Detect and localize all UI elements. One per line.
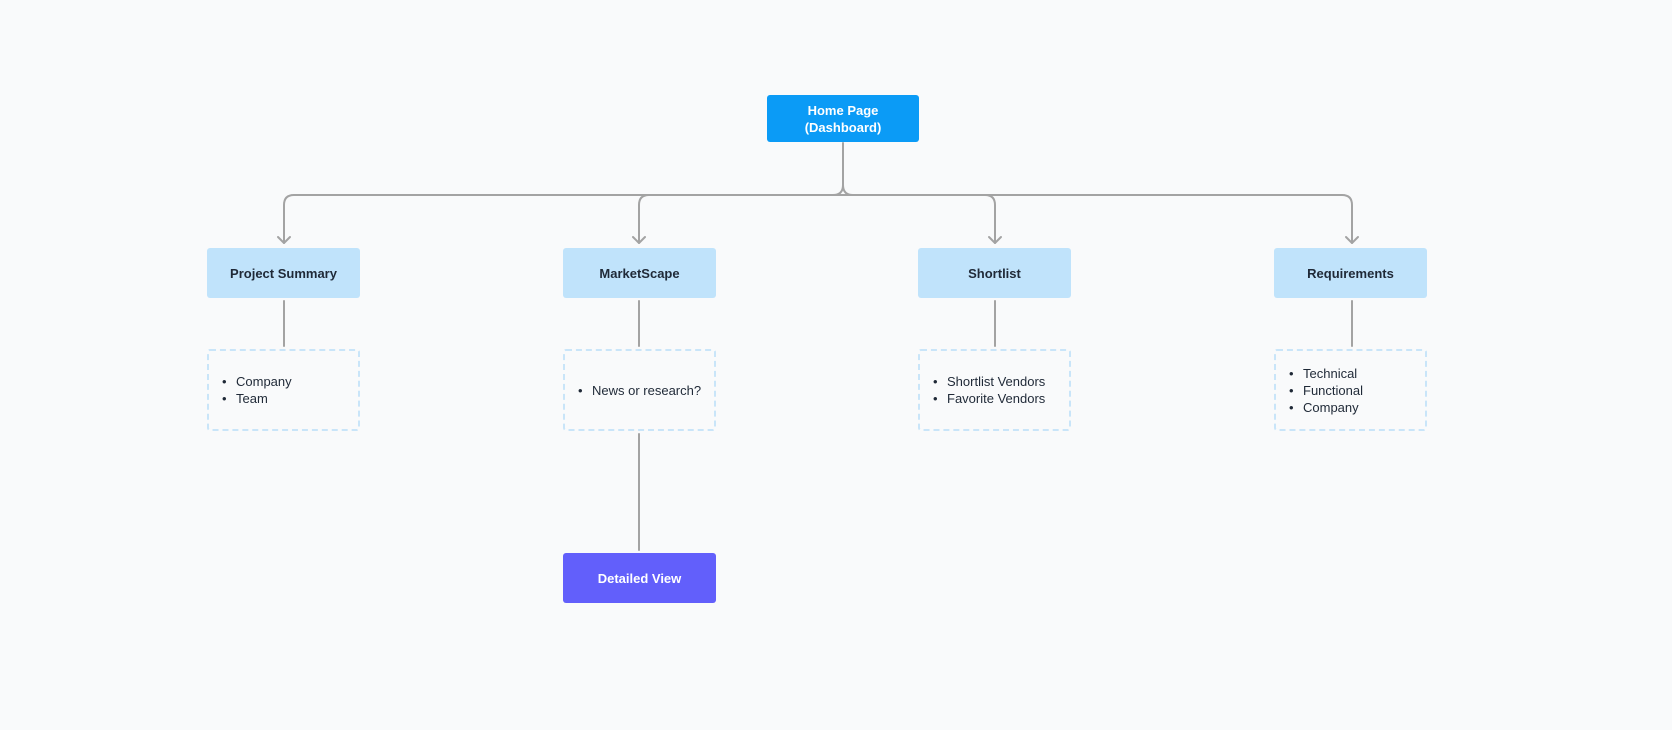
note-item: Functional (1289, 382, 1363, 399)
note-item: Technical (1289, 365, 1363, 382)
shortlist-label: Shortlist (968, 265, 1021, 281)
home-page-label-line1: Home Page (807, 102, 879, 118)
note-item: News or research? (578, 382, 701, 399)
project-summary-note-list: Company Team (222, 373, 292, 407)
project-summary-label: Project Summary (230, 265, 337, 281)
connector-to-marketscape (638, 194, 650, 244)
detailed-view-label: Detailed View (597, 570, 682, 586)
arrow-shortlist (988, 236, 1002, 244)
connector-to-requirements (1341, 194, 1353, 244)
marketscape-label: MarketScape (599, 265, 680, 281)
shortlist-node[interactable]: Shortlist (918, 248, 1071, 298)
note-item: Favorite Vendors (933, 390, 1045, 407)
home-page-node[interactable]: Home Page (Dashboard) (767, 95, 919, 142)
note-item: Shortlist Vendors (933, 373, 1045, 390)
home-page-label-line2: (Dashboard) (804, 119, 882, 135)
connector-to-shortlist (984, 194, 996, 244)
note-item: Company (222, 373, 292, 390)
requirements-note-list: Technical Functional Company (1289, 365, 1363, 416)
detailed-view-node[interactable]: Detailed View (563, 553, 716, 603)
project-summary-note[interactable]: Company Team (207, 349, 360, 431)
requirements-label: Requirements (1307, 265, 1394, 281)
arrow-requirements (1345, 236, 1359, 244)
marketscape-note-list: News or research? (578, 382, 701, 399)
marketscape-note[interactable]: News or research? (563, 349, 716, 431)
shortlist-note[interactable]: Shortlist Vendors Favorite Vendors (918, 349, 1071, 431)
connector-root-trunk (832, 142, 844, 196)
connector-to-project-summary (283, 194, 295, 244)
requirements-node[interactable]: Requirements (1274, 248, 1427, 298)
note-item: Team (222, 390, 292, 407)
connector-root-trunk-right (842, 184, 854, 196)
shortlist-note-list: Shortlist Vendors Favorite Vendors (933, 373, 1045, 407)
requirements-note[interactable]: Technical Functional Company (1274, 349, 1427, 431)
note-item: Company (1289, 399, 1363, 416)
arrow-marketscape (632, 236, 646, 244)
arrow-project-summary (277, 236, 291, 244)
project-summary-node[interactable]: Project Summary (207, 248, 360, 298)
marketscape-node[interactable]: MarketScape (563, 248, 716, 298)
